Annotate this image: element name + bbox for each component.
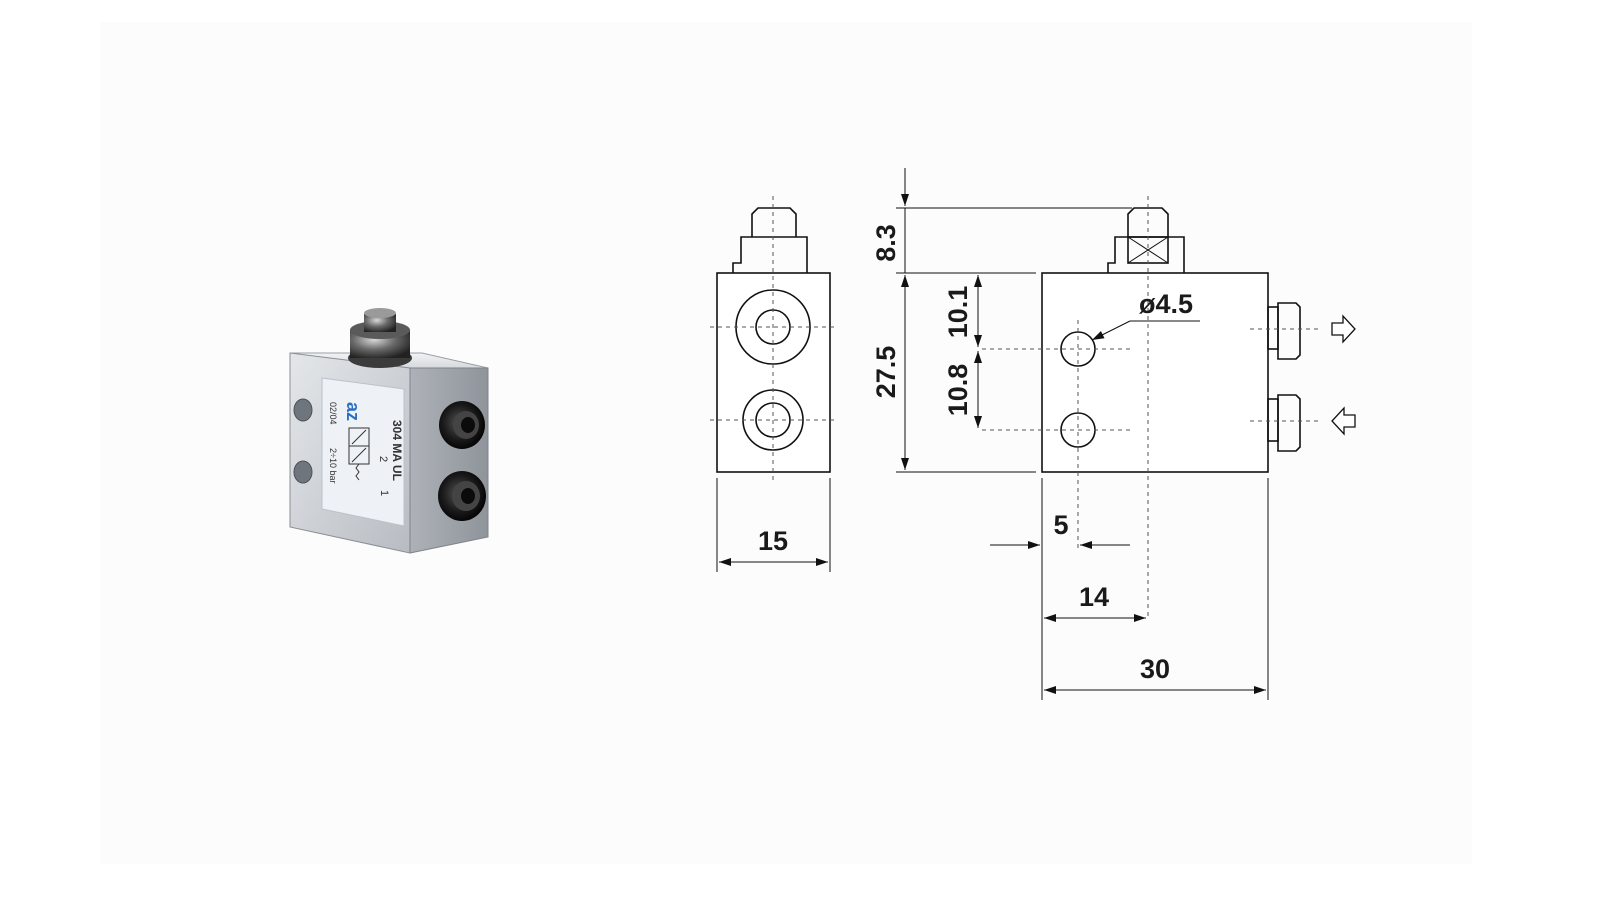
dim-hole-edge-offset <box>990 478 1130 700</box>
front-view <box>1041 207 1301 473</box>
pressure-label: 2÷10 bar <box>328 448 338 483</box>
push-in-fitting-upper <box>439 401 485 449</box>
push-in-fitting-lower <box>438 471 486 521</box>
dim-body-height <box>896 275 1036 473</box>
dim-label-14: 14 <box>1079 582 1109 612</box>
dim-body-width <box>1044 478 1269 700</box>
inlet-arrow-icon <box>1331 406 1356 436</box>
date-code-label: 02/04 <box>328 402 338 425</box>
dim-label-8-3: 8.3 <box>871 224 901 262</box>
dim-label-5: 5 <box>1053 510 1068 540</box>
port-1-label: 1 <box>378 490 390 496</box>
brand-logo: az <box>343 402 363 421</box>
valve-photo: az 304 MA UL 02/04 2÷10 bar 2 1 <box>289 308 489 554</box>
dim-body-depth <box>716 478 831 572</box>
dim-label-10-8: 10.8 <box>943 364 973 417</box>
dim-label-30: 30 <box>1140 654 1170 684</box>
dim-label-27-5: 27.5 <box>871 346 901 399</box>
plunger-stem <box>348 308 412 368</box>
valve-symbol <box>348 427 370 481</box>
dim-label-diameter: ø4.5 <box>1139 289 1193 319</box>
front-view-centerlines <box>982 196 1322 620</box>
dim-stem-height <box>896 168 1132 274</box>
dim-label-15: 15 <box>758 526 788 556</box>
dim-label-10-1: 10.1 <box>943 286 973 339</box>
port-2-label: 2 <box>377 456 389 462</box>
dim-hole-diameter-leader <box>1091 320 1200 341</box>
model-label: 304 MA UL <box>390 420 404 481</box>
side-view-centerlines <box>710 196 838 480</box>
outlet-arrow-icon <box>1331 314 1356 344</box>
